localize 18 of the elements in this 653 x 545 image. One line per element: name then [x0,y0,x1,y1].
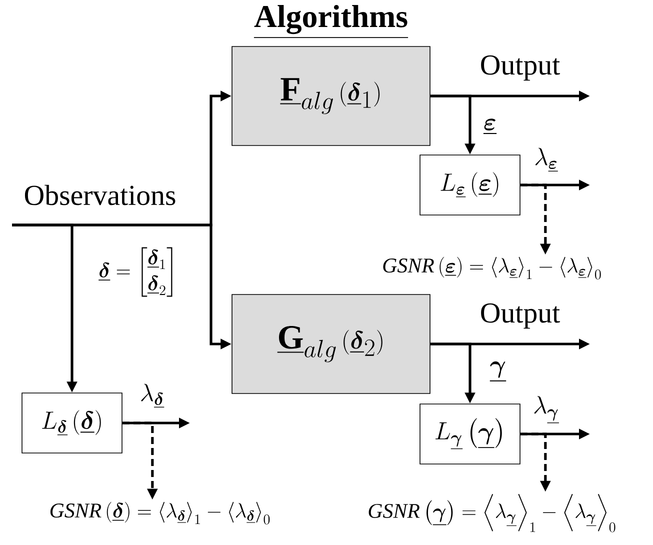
edge-label: Observations [24,184,176,206]
vector-formula: $\underline{\boldsymbol{\delta}}=\begin{bmatrix}\underline{\boldsymbol{\delta}}_{1}\\\underline{\boldsymbol{\delta}}_{2}\end{bmatrix}$ [98,247,172,297]
edge-label: $\underline{\boldsymbol{\varepsilon}}$ [483,118,497,134]
edge-label: Output [481,303,560,329]
edge-label: $\lambda_{\underline{\boldsymbol{\gamma}}}$ [534,396,559,423]
gsnr-formula: $\mathit{GSNR}\left(\underline{\boldsymbol{\gamma}}\right)=\left\langle\lambda_{\underline{\boldsymbol{\gamma}}}\right\rangle_{1}-\left\langle\lambda_{\underline{\boldsymbol{\gamma}}}\right\rangle_{0}$ [368,494,616,532]
edge-label: $\lambda_{\underline{\boldsymbol{\varepsilon}}}$ [535,148,558,172]
algorithm-box: $\underline{\mathbf{F}}_{alg}\left(\underline{\boldsymbol{\delta}}_{1}\right)$ [232,46,430,146]
edge-label: $\underline{\boldsymbol{\gamma}}$ [490,361,506,381]
gsnr-formula: $\mathit{GSNR}\left(\underline{\boldsymbol{\varepsilon}}\right)=\left\langle\lambda_{\underline{\boldsymbol{\varepsilon}}}\right\rangle_{1}-\left\langle\lambda_{\underline{\boldsymbol{\varepsilon}}}\right\rangle_{0}$ [383,256,601,280]
likelihood-box: $L_{\underline{\boldsymbol{\gamma}}}\left(\underline{\boldsymbol{\gamma}}\right)$ [420,404,520,464]
edge-label: $\lambda_{\underline{\boldsymbol{\delta}}}$ [141,384,164,408]
edge-label: Output [481,55,560,81]
title: Algorithms [253,4,409,38]
likelihood-box: $L_{\underline{\boldsymbol{\varepsilon}}}\left(\underline{\boldsymbol{\varepsilon}}\right)$ [420,154,520,216]
algorithm-box: $\underline{\mathbf{G}}_{alg}\left(\underline{\boldsymbol{\delta}}_{2}\right)$ [232,294,430,394]
gsnr-formula: $\mathit{GSNR}\left(\underline{\boldsymbol{\delta}}\right)=\left\langle\lambda_{\underline{\boldsymbol{\delta}}}\right\rangle_{1}-\left\langle\lambda_{\underline{\boldsymbol{\delta}}}\right\rangle_{0}$ [50,502,270,524]
likelihood-box: $L_{\underline{\boldsymbol{\delta}}}\left(\underline{\boldsymbol{\delta}}\right)$ [22,392,122,454]
